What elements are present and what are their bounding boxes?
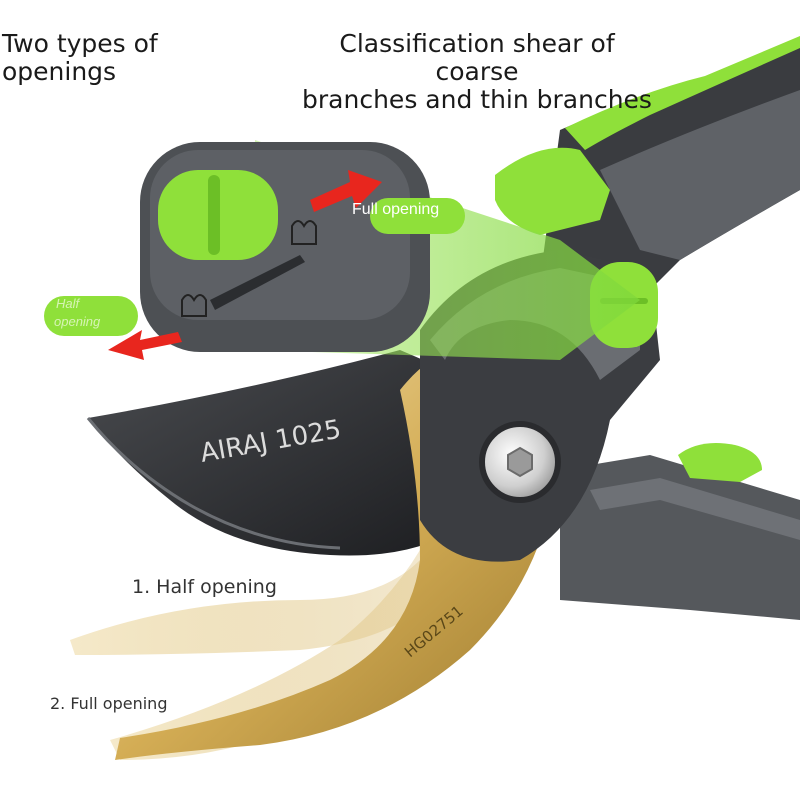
dark-blade	[88, 350, 470, 556]
arrow-right-red-icon	[310, 170, 382, 212]
headline-right: Classification shear of coarse branches …	[296, 30, 658, 114]
headline-left-line-1: Two types of	[2, 29, 158, 58]
headline-left: Two types of openings	[2, 30, 158, 86]
dark-blade-edge	[86, 417, 341, 550]
headline-left-line-2: openings	[2, 57, 117, 86]
pivot-bolt-hex	[507, 446, 533, 478]
upper-handle-gray-face	[600, 90, 800, 260]
headline-right-line-1: Classification shear of coarse	[339, 29, 615, 86]
lower-handle-green-tab	[678, 442, 762, 482]
upper-handle-green-trim	[565, 36, 800, 150]
half-opening-label-1: Half	[56, 296, 81, 311]
ghost-blade-half	[70, 560, 440, 655]
lower-handle-stripe	[590, 478, 800, 540]
caption-full-opening: 2. Full opening	[50, 694, 168, 713]
full-opening-pill	[370, 198, 465, 234]
magnifier-inset	[140, 142, 430, 352]
bumper	[495, 147, 610, 235]
caption-half-opening: 1. Half opening	[132, 576, 277, 598]
headline-right-line-2: branches and thin branches	[302, 85, 652, 114]
lower-handle	[560, 455, 800, 620]
full-opening-label: Full opening	[352, 201, 439, 218]
arrow-left-red-icon	[108, 330, 182, 360]
half-opening-pill	[44, 296, 138, 336]
half-opening-label-2: opening	[54, 314, 101, 329]
